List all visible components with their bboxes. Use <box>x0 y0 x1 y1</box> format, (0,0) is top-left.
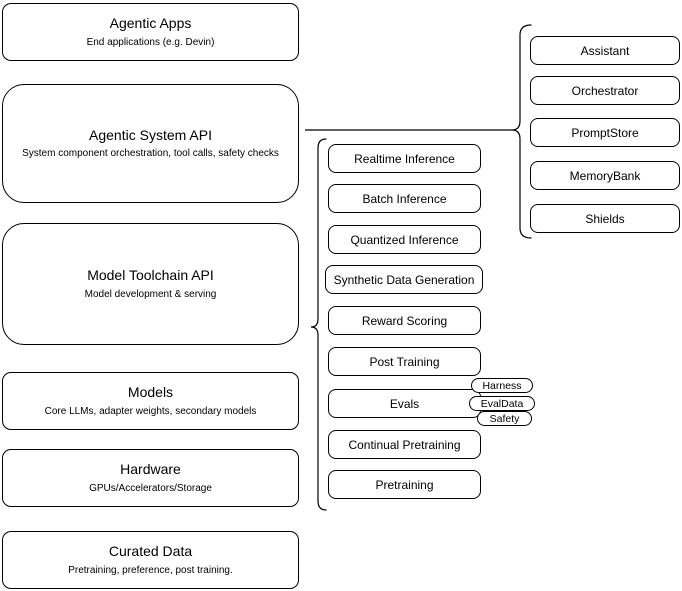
node-batch-inference: Batch Inference <box>328 184 481 213</box>
node-agentic-system-api: Agentic System API System component orch… <box>2 84 299 203</box>
tag-harness: Harness <box>471 378 533 393</box>
node-label: PromptStore <box>571 125 639 140</box>
node-label: Shields <box>585 211 625 226</box>
node-label: Quantized Inference <box>350 232 459 247</box>
node-agentic-apps: Agentic Apps End applications (e.g. Devi… <box>2 3 299 61</box>
node-title: Hardware <box>120 461 181 478</box>
node-assistant: Assistant <box>530 36 680 65</box>
brace-toolchain-services <box>310 138 327 511</box>
brace-system-components <box>511 24 532 239</box>
node-label: Post Training <box>369 354 440 369</box>
node-shields: Shields <box>530 204 680 233</box>
node-subtitle: Core LLMs, adapter weights, secondary mo… <box>44 405 257 417</box>
node-subtitle: End applications (e.g. Devin) <box>86 36 215 48</box>
node-title: Curated Data <box>108 543 193 560</box>
node-subtitle: System component orchestration, tool cal… <box>22 148 279 160</box>
node-models: Models Core LLMs, adapter weights, secon… <box>2 372 299 430</box>
node-label: Reward Scoring <box>361 313 448 328</box>
node-label: Evals <box>389 396 420 411</box>
node-reward-scoring: Reward Scoring <box>328 306 481 335</box>
node-memorybank: MemoryBank <box>530 161 680 190</box>
node-hardware: Hardware GPUs/Accelerators/Storage <box>2 449 299 507</box>
node-label: Realtime Inference <box>354 151 455 166</box>
node-model-toolchain-api: Model Toolchain API Model development & … <box>2 223 299 345</box>
node-subtitle: GPUs/Accelerators/Storage <box>89 482 212 494</box>
node-label: MemoryBank <box>569 168 641 183</box>
node-label: Pretraining <box>375 477 434 492</box>
tag-label: Harness <box>482 379 522 392</box>
node-subtitle: Pretraining, preference, post training. <box>68 564 233 576</box>
tag-evaldata: EvalData <box>469 396 535 411</box>
node-evals: Evals <box>328 389 481 418</box>
node-quantized-inference: Quantized Inference <box>328 225 481 254</box>
node-synthetic-data-generation: Synthetic Data Generation <box>325 265 483 294</box>
node-subtitle: Model development & serving <box>84 288 217 300</box>
node-label: Batch Inference <box>362 191 447 206</box>
node-label: Orchestrator <box>571 83 639 98</box>
node-title: Models <box>127 384 174 401</box>
node-title: Agentic System API <box>89 126 212 143</box>
node-continual-pretraining: Continual Pretraining <box>328 430 481 459</box>
node-title: Model Toolchain API <box>87 267 214 284</box>
node-label: Assistant <box>580 43 630 58</box>
tag-label: Safety <box>489 412 520 425</box>
tag-safety: Safety <box>477 411 532 426</box>
node-curated-data: Curated Data Pretraining, preference, po… <box>2 531 299 589</box>
node-realtime-inference: Realtime Inference <box>328 144 481 173</box>
node-title: Agentic Apps <box>109 15 192 32</box>
node-label: Continual Pretraining <box>348 437 461 452</box>
node-promptstore: PromptStore <box>530 118 680 147</box>
node-pretraining: Pretraining <box>328 470 481 499</box>
tag-label: EvalData <box>480 397 524 410</box>
node-orchestrator: Orchestrator <box>530 76 680 105</box>
node-label: Synthetic Data Generation <box>333 272 475 287</box>
node-post-training: Post Training <box>328 347 481 376</box>
